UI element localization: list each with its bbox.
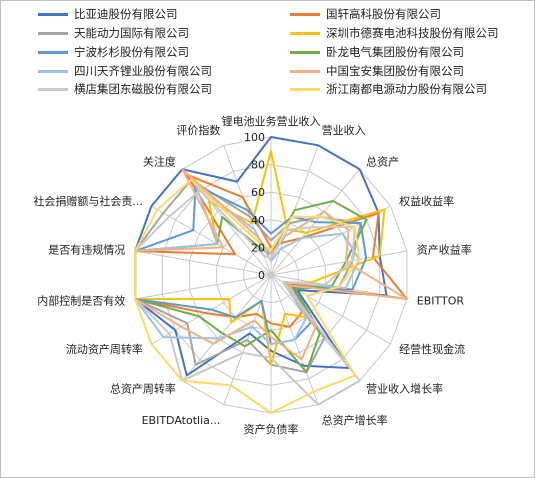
legend-item: 浙江南都电源动力股份有限公司 bbox=[290, 80, 487, 98]
axis-label: 是否有违规情况 bbox=[48, 242, 125, 256]
legend-swatch bbox=[38, 87, 68, 91]
legend-item: 四川天齐锂业股份有限公司 bbox=[38, 62, 212, 80]
axis-label: 流动资产周转率 bbox=[66, 342, 143, 356]
axis-label: 资产收益率 bbox=[417, 242, 472, 256]
legend-item: 天能动力国际有限公司 bbox=[38, 24, 189, 42]
axis-label: 总资产周转率 bbox=[110, 381, 176, 395]
axis-label: 资产负债率 bbox=[244, 422, 299, 436]
axis-label: 内部控制是否有效 bbox=[37, 294, 125, 308]
grid-spoke bbox=[135, 250, 272, 276]
legend-label: 天能动力国际有限公司 bbox=[74, 26, 189, 40]
legend-label: 深圳市德赛电池科技股份有限公司 bbox=[326, 26, 499, 40]
axis-label: 营业收入增长率 bbox=[366, 381, 443, 395]
legend-swatch bbox=[290, 12, 320, 16]
legend-item: 国轩高科股份有限公司 bbox=[290, 5, 441, 23]
axis-label: 社会捐赠额与社会责... bbox=[33, 194, 143, 208]
legend-label: 卧龙电气集团股份有限公司 bbox=[326, 45, 464, 59]
tick-label: 40 bbox=[251, 214, 265, 227]
tick-label: 80 bbox=[251, 159, 265, 172]
legend-item: 横店集团东磁股份有限公司 bbox=[38, 80, 212, 98]
series-line bbox=[134, 168, 408, 361]
tick-label: 100 bbox=[244, 131, 265, 144]
grid-spoke bbox=[270, 250, 407, 276]
legend-swatch bbox=[38, 69, 68, 73]
legend-label: 国轩高科股份有限公司 bbox=[326, 7, 441, 21]
axis-label: 总资产增长率 bbox=[322, 413, 388, 427]
legend-label: 四川天齐锂业股份有限公司 bbox=[74, 64, 212, 78]
series-line bbox=[134, 178, 361, 414]
legend-label: 浙江南都电源动力股份有限公司 bbox=[326, 82, 487, 96]
legend-item: 中国宝安集团股份有限公司 bbox=[290, 62, 464, 80]
legend-swatch bbox=[38, 12, 68, 16]
series-line bbox=[134, 184, 361, 345]
axis-label: 锂电池业务营业收入 bbox=[222, 114, 321, 128]
axis-label: 权益收益率 bbox=[399, 194, 454, 208]
series-line bbox=[134, 173, 408, 328]
legend-item: 比亚迪股份有限公司 bbox=[38, 5, 178, 23]
legend-item: 宁波杉杉股份有限公司 bbox=[38, 43, 189, 61]
legend-swatch bbox=[290, 87, 320, 91]
axis-label: EBITTOR bbox=[417, 295, 465, 308]
axis-label: 营业收入 bbox=[322, 123, 366, 137]
axis-label: 总资产 bbox=[366, 155, 399, 169]
axis-label: EBITDAtotlia... bbox=[142, 414, 221, 427]
axis-label: 关注度 bbox=[143, 155, 176, 169]
axis-label: 评价指数 bbox=[176, 123, 220, 137]
legend-swatch bbox=[38, 50, 68, 54]
grid-spoke bbox=[135, 274, 272, 300]
grid-spoke bbox=[151, 205, 272, 276]
legend-swatch bbox=[38, 31, 68, 35]
tick-label: 0 bbox=[258, 269, 265, 282]
legend-item: 深圳市德赛电池科技股份有限公司 bbox=[290, 24, 499, 42]
tick-label: 20 bbox=[251, 241, 265, 254]
legend-swatch bbox=[290, 50, 320, 54]
legend-label: 横店集团东磁股份有限公司 bbox=[74, 82, 212, 96]
axis-label: 经营性现金流 bbox=[399, 342, 465, 356]
legend-label: 比亚迪股份有限公司 bbox=[74, 7, 178, 21]
legend: 比亚迪股份有限公司 国轩高科股份有限公司天能动力国际有限公司 深圳市德赛电池科技股份… bbox=[0, 0, 535, 110]
legend-swatch bbox=[290, 69, 320, 73]
tick-label: 60 bbox=[251, 186, 265, 199]
grid-spoke bbox=[270, 205, 391, 276]
legend-label: 宁波杉杉股份有限公司 bbox=[74, 45, 189, 59]
legend-item: 卧龙电气集团股份有限公司 bbox=[290, 43, 464, 61]
legend-label: 中国宝安集团股份有限公司 bbox=[326, 64, 464, 78]
legend-swatch bbox=[290, 31, 320, 35]
